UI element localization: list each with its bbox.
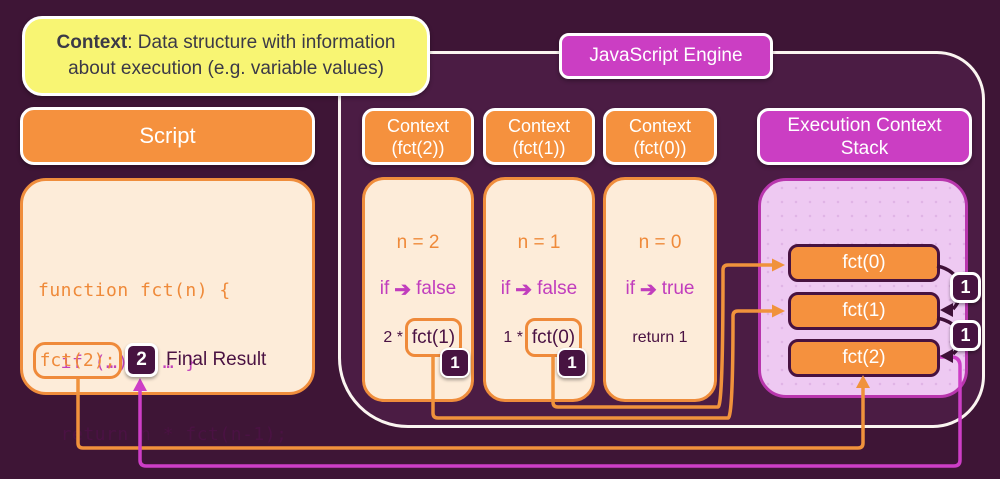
arrow-right-icon: ➔ <box>639 278 657 301</box>
context-fct2-condition: if ➔ false <box>379 278 457 301</box>
context-fct2-header: Context (fct(2)) <box>362 108 474 165</box>
script-header: Script <box>20 107 315 165</box>
js-engine-label: JavaScript Engine <box>559 33 773 79</box>
execution-stack-header: Execution Context Stack <box>757 108 972 165</box>
context-fct1-var: n = 1 <box>517 232 561 253</box>
note-line-2: about execution (e.g. variable values) <box>68 58 384 79</box>
context-fct1-expr-prefix: 1 * <box>503 329 523 346</box>
code-line-3: return n * fct(n-1); <box>38 424 288 445</box>
return-value-badge: 1 <box>440 348 470 378</box>
context-fct0-condition: if ➔ true <box>625 278 695 301</box>
script-call-box: fct(2); <box>33 342 122 379</box>
arrow-right-icon: ➔ <box>394 278 412 301</box>
stack-item-fct0: fct(0) <box>788 244 940 282</box>
context-fct1-condition: if ➔ false <box>500 278 578 301</box>
stack-item-fct2: fct(2) <box>788 339 940 377</box>
code-line-1: function fct(n) { <box>38 280 231 301</box>
stack-item-fct1: fct(1) <box>788 292 940 330</box>
return-value-badge: 1 <box>950 272 981 303</box>
context-fct1-header: Context (fct(1)) <box>483 108 595 165</box>
context-fct2-var: n = 2 <box>396 232 440 253</box>
arrow-right-icon: ➔ <box>515 278 533 301</box>
final-result-label: Final Result <box>166 349 267 370</box>
context-fct0-header: Context (fct(0)) <box>603 108 717 165</box>
final-result-badge: 2 <box>125 343 158 377</box>
note-line-1: Context: Data structure with information <box>56 32 396 53</box>
context-fct0-var: n = 0 <box>638 232 682 253</box>
context-fct0-expr: return 1 <box>632 329 688 346</box>
context-fct2-expr-prefix: 2 * <box>383 329 403 346</box>
return-value-badge: 1 <box>557 348 587 378</box>
context-definition-note: Context: Data structure with information… <box>22 16 430 96</box>
return-value-badge: 1 <box>950 320 981 351</box>
